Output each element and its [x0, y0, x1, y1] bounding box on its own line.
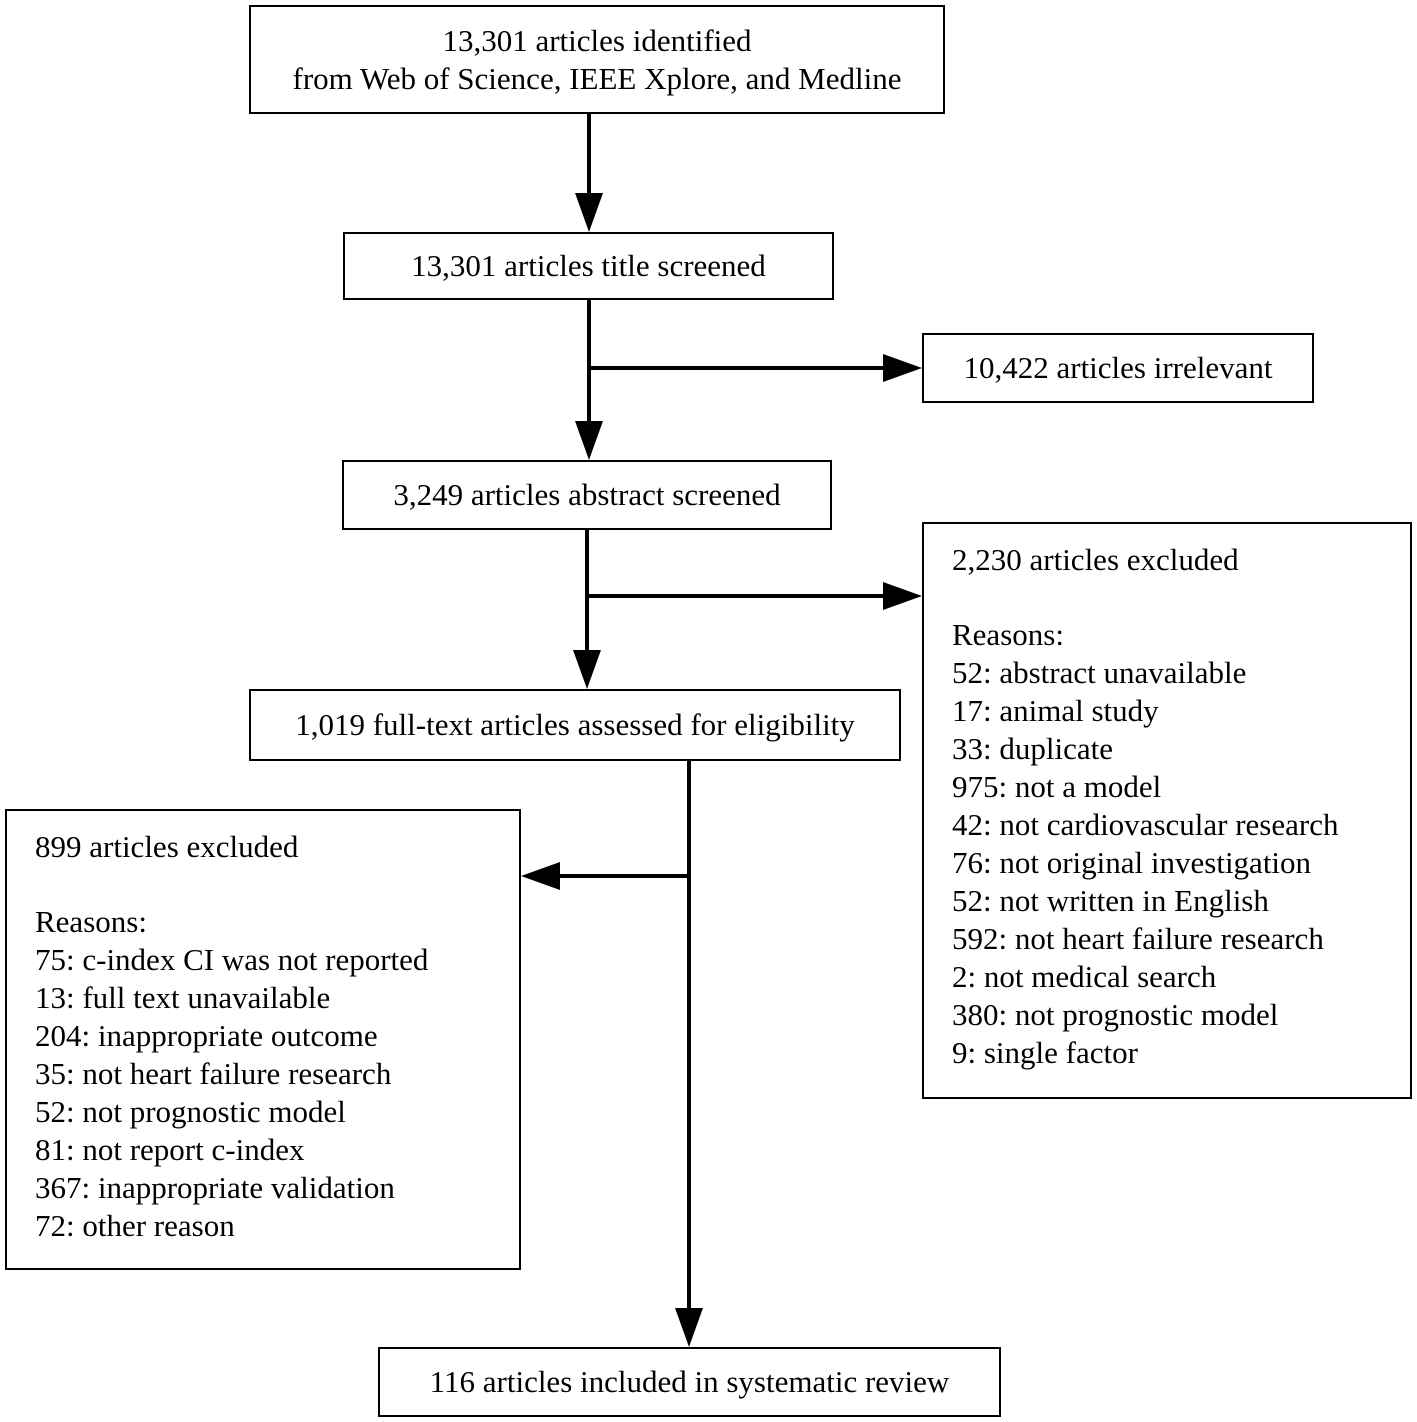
- irrelevant-text: 10,422 articles irrelevant: [963, 350, 1273, 385]
- arrowhead-down: [575, 193, 603, 232]
- reason-item: 72: other reason: [35, 1208, 235, 1243]
- reason-item: 75: c-index CI was not reported: [35, 942, 429, 977]
- reason-item: 204: inappropriate outcome: [35, 1018, 378, 1053]
- irrelevant-box: 10,422 articles irrelevant: [922, 333, 1314, 403]
- abstract-screened-box: 3,249 articles abstract screened: [342, 460, 832, 530]
- reason-item: 9: single factor: [952, 1035, 1138, 1070]
- fulltext-assessed-text: 1,019 full-text articles assessed for el…: [295, 707, 855, 742]
- reason-item: 35: not heart failure research: [35, 1056, 392, 1091]
- reason-item: 975: not a model: [952, 769, 1162, 804]
- fulltext-excluded-reasons-list: 75: c-index CI was not reported 13: full…: [35, 941, 519, 1245]
- fulltext-excluded-reasons-label: Reasons:: [35, 904, 147, 939]
- included-box: 116 articles included in systematic revi…: [378, 1347, 1001, 1417]
- reason-item: 52: not prognostic model: [35, 1094, 346, 1129]
- arrowhead-right: [883, 582, 922, 610]
- arrowhead-right: [883, 354, 922, 382]
- identified-box: 13,301 articles identified from Web of S…: [249, 5, 945, 114]
- title-screened-text: 13,301 articles title screened: [411, 248, 766, 283]
- abstract-excluded-reasons-list: 52: abstract unavailable 17: animal stud…: [952, 654, 1410, 1072]
- reason-item: 42: not cardiovascular research: [952, 807, 1339, 842]
- reason-item: 76: not original investigation: [952, 845, 1312, 880]
- reason-item: 52: not written in English: [952, 883, 1269, 918]
- identified-line-2: from Web of Science, IEEE Xplore, and Me…: [292, 60, 902, 96]
- abstract-excluded-box: 2,230 articles excluded Reasons: 52: abs…: [922, 522, 1412, 1099]
- reason-item: 367: inappropriate validation: [35, 1170, 395, 1205]
- reason-item: 2: not medical search: [952, 959, 1217, 994]
- abstract-excluded-reasons-label: Reasons:: [952, 617, 1064, 652]
- fulltext-assessed-box: 1,019 full-text articles assessed for el…: [249, 689, 901, 761]
- reason-item: 17: animal study: [952, 693, 1159, 728]
- abstract-excluded-heading: 2,230 articles excluded: [952, 542, 1239, 577]
- reason-item: 380: not prognostic model: [952, 997, 1279, 1032]
- reason-item: 81: not report c-index: [35, 1132, 305, 1167]
- title-screened-box: 13,301 articles title screened: [343, 232, 834, 300]
- reason-item: 33: duplicate: [952, 731, 1113, 766]
- arrowhead-left: [521, 862, 560, 890]
- arrowhead-down: [573, 650, 601, 689]
- reason-item: 592: not heart failure research: [952, 921, 1324, 956]
- reason-item: 13: full text unavailable: [35, 980, 331, 1015]
- reason-item: 52: abstract unavailable: [952, 655, 1247, 690]
- identified-line-1: 13,301 articles identified: [442, 22, 752, 58]
- fulltext-excluded-box: 899 articles excluded Reasons: 75: c-ind…: [5, 809, 521, 1270]
- abstract-screened-text: 3,249 articles abstract screened: [393, 477, 781, 512]
- arrowhead-down: [675, 1308, 703, 1347]
- arrowhead-down: [575, 421, 603, 460]
- fulltext-excluded-heading: 899 articles excluded: [35, 829, 299, 864]
- included-text: 116 articles included in systematic revi…: [429, 1364, 950, 1399]
